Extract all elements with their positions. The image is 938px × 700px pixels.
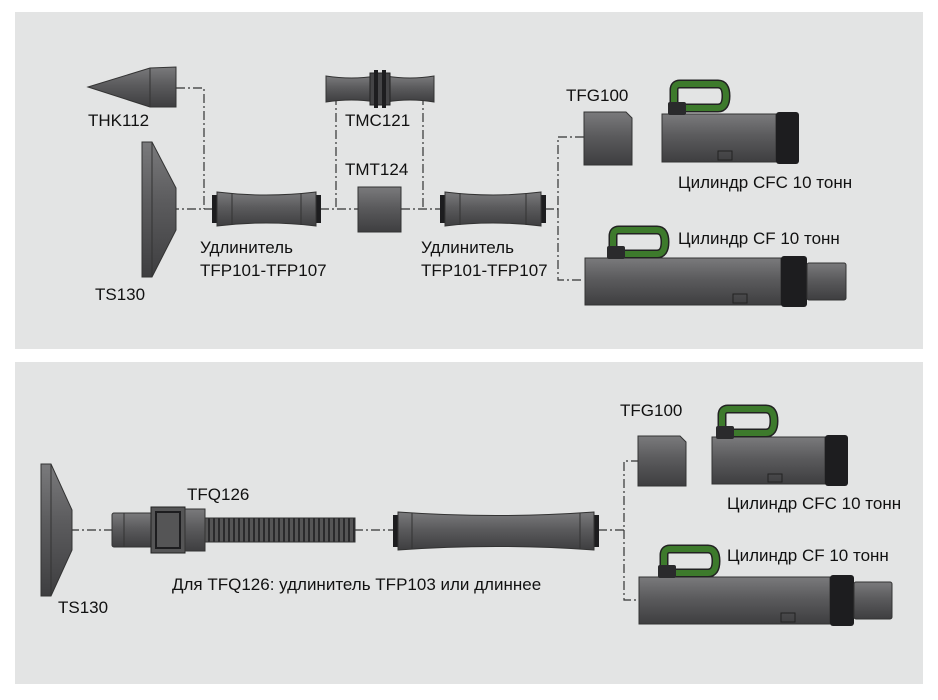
label-ts130: TS130 — [95, 285, 146, 304]
extension-tube-2 — [440, 191, 546, 227]
ts130-wedge-base-bottom — [40, 463, 73, 597]
tfq126-threaded-coupler — [111, 506, 356, 554]
label-extension-2-line1: Удлинитель — [421, 238, 514, 257]
label-tfq126-note: Для TFQ126: удлинитель TFP103 или длинне… — [172, 575, 542, 594]
extension-tube-long — [393, 511, 599, 551]
label-tmt124: TMT124 — [345, 160, 409, 179]
tfg100-saddle — [583, 111, 633, 166]
label-cfc-cylinder-bottom: Цилиндр CFC 10 тонн — [727, 494, 902, 513]
cf-cylinder-bottom — [638, 544, 893, 626]
label-tfg100: TFG100 — [566, 86, 629, 105]
label-extension-2-line2: TFP101-TFP107 — [421, 261, 548, 280]
label-cf-cylinder-bottom: Цилиндр CF 10 тонн — [727, 546, 889, 565]
cfc-cylinder-bottom — [711, 404, 848, 486]
label-extension-1-line2: TFP101-TFP107 — [200, 261, 327, 280]
label-extension-1-line1: Удлинитель — [200, 238, 293, 257]
cfc-cylinder — [661, 79, 799, 164]
label-ts130-bottom: TS130 — [58, 598, 109, 617]
tmc121-coupler — [325, 70, 435, 108]
label-tfg100-bottom: TFG100 — [620, 401, 683, 420]
bottom-guide-lines — [70, 460, 638, 601]
tmt124-adapter — [357, 186, 402, 233]
cf-cylinder — [584, 225, 847, 307]
top-guide-lines — [170, 87, 584, 281]
thk112-cone-tip — [86, 66, 177, 108]
label-tfq126: TFQ126 — [187, 485, 250, 504]
ts130-wedge-base — [141, 141, 177, 278]
extension-tube-1 — [212, 191, 321, 227]
label-tmc121: TMC121 — [345, 111, 411, 130]
label-thk112: THK112 — [88, 111, 150, 130]
label-cfc-cylinder: Цилиндр CFC 10 тонн — [678, 173, 853, 192]
tfg100-saddle-bottom — [637, 435, 687, 487]
label-cf-cylinder: Цилиндр CF 10 тонн — [678, 229, 840, 248]
